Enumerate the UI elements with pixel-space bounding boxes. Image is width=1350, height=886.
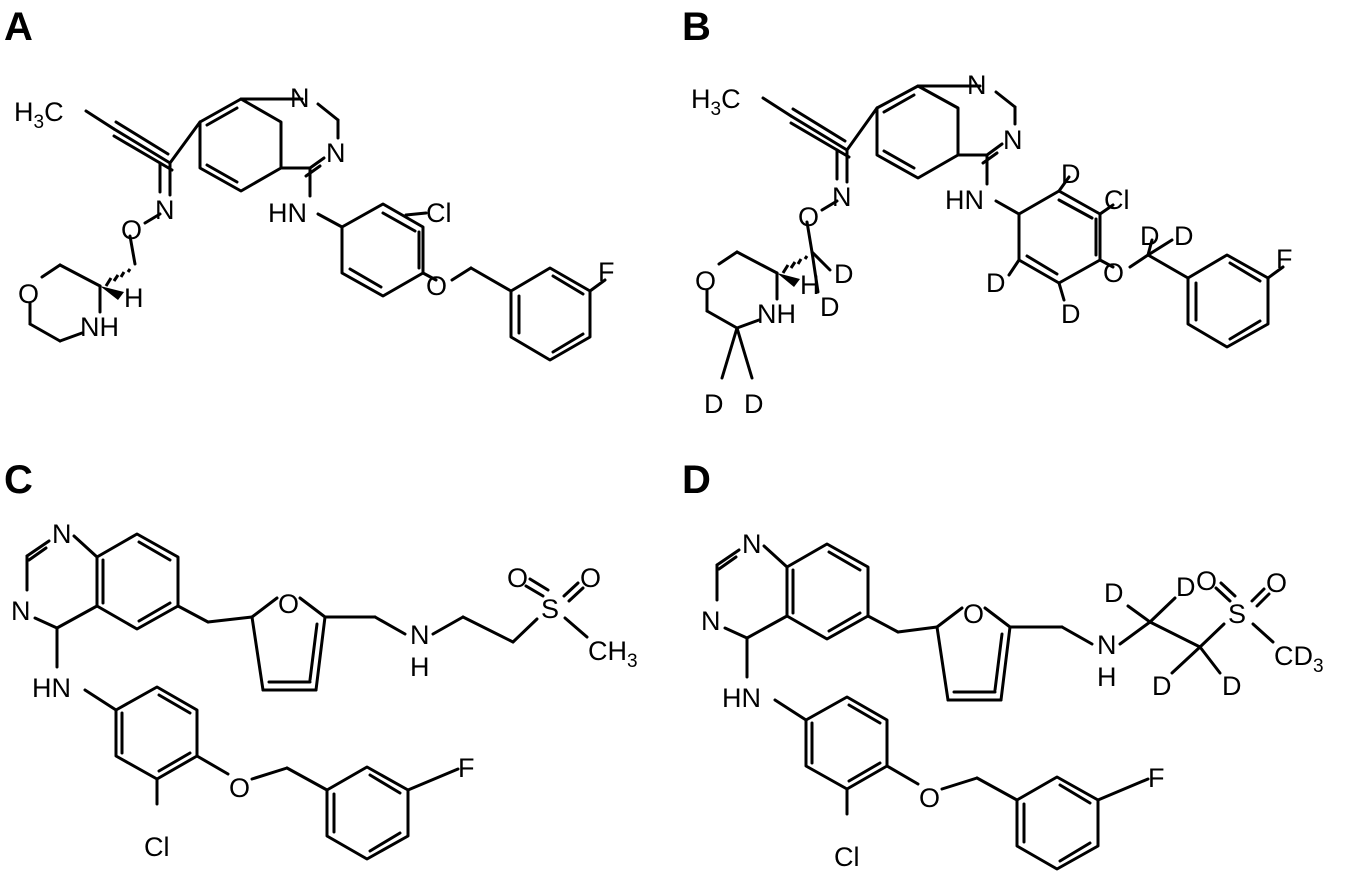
atom-d-morph1-b: D bbox=[704, 389, 724, 419]
atom-d-eth2-d: D bbox=[1176, 572, 1196, 602]
atom-cl-b: Cl bbox=[1104, 185, 1130, 215]
atom-s-c: S bbox=[541, 594, 559, 624]
atom-d-eth3-d: D bbox=[1152, 671, 1172, 701]
atom-d-ar1-b: D bbox=[1061, 159, 1081, 189]
panel-a: A bbox=[4, 5, 615, 362]
atom-o-ether-b: O bbox=[1103, 258, 1124, 288]
atom-nh-c: HN bbox=[32, 673, 71, 703]
atom-h-a: H bbox=[124, 283, 144, 313]
atom-d-morph2-b: D bbox=[744, 389, 764, 419]
panel-d: D bbox=[682, 458, 1324, 872]
atom-nh-a: HN bbox=[268, 198, 307, 228]
atom-f-d: F bbox=[1148, 763, 1165, 793]
atom-n3-d: N bbox=[701, 606, 721, 636]
atom-nh-morph-a: NH bbox=[80, 312, 119, 342]
atom-d-eth4-d: D bbox=[1222, 671, 1242, 701]
atom-h-amine-d: H bbox=[1097, 662, 1117, 692]
atom-o-ether-c: O bbox=[229, 773, 250, 803]
atom-d-ar2-b: D bbox=[986, 268, 1006, 298]
atom-o-oxime-b: O bbox=[798, 202, 819, 232]
atom-methyl-d: CD3 bbox=[1274, 641, 1324, 677]
atom-o-ether-d: O bbox=[919, 783, 940, 813]
atom-o-oxime-a: O bbox=[121, 215, 142, 245]
atom-o-furan-d: O bbox=[963, 599, 984, 629]
atom-o-s1-d: O bbox=[1196, 566, 1217, 596]
atom-o-morph-b: O bbox=[695, 266, 716, 296]
atom-n1-a: N bbox=[290, 83, 310, 113]
atom-o-s2-c: O bbox=[580, 563, 601, 593]
atom-d-bn1-b: D bbox=[1140, 221, 1160, 251]
atom-d-bn2-b: D bbox=[1174, 221, 1194, 251]
atom-cl-c: Cl bbox=[144, 832, 170, 862]
panel-label-c: C bbox=[4, 458, 33, 502]
atom-d-ch2a-b: D bbox=[834, 259, 854, 289]
atom-h-b: H bbox=[800, 270, 820, 300]
atom-n-amine-c: N bbox=[410, 620, 430, 650]
atom-methyl-a: H3C bbox=[14, 97, 64, 133]
atom-f-a: F bbox=[598, 257, 615, 287]
atom-f-c: F bbox=[458, 753, 475, 783]
atom-n3-a: N bbox=[326, 138, 346, 168]
atom-cl-d: Cl bbox=[834, 842, 860, 872]
atom-methyl-b: H3C bbox=[691, 84, 741, 120]
atom-f-b: F bbox=[1276, 244, 1293, 274]
atom-d-ar3-b: D bbox=[1061, 299, 1081, 329]
atom-s-d: S bbox=[1228, 599, 1246, 629]
atom-d-ch2b-b: D bbox=[820, 292, 840, 322]
atom-o-morph-a: O bbox=[18, 279, 39, 309]
panel-label-d: D bbox=[682, 458, 711, 502]
atom-d-eth1-d: D bbox=[1104, 578, 1124, 608]
atom-o-s1-c: O bbox=[507, 563, 528, 593]
panel-label-a: A bbox=[4, 5, 33, 49]
atom-n-oxime-a: N bbox=[155, 195, 175, 225]
atom-n1-d: N bbox=[742, 529, 762, 559]
panel-label-b: B bbox=[682, 5, 711, 49]
atom-n3-c: N bbox=[11, 596, 31, 626]
panel-c: C bbox=[4, 458, 638, 862]
panel-b: B bbox=[682, 5, 1293, 419]
atom-o-furan-c: O bbox=[278, 589, 299, 619]
atom-n-oxime-b: N bbox=[832, 182, 852, 212]
atom-n1-c: N bbox=[52, 519, 72, 549]
atom-cl-a: Cl bbox=[426, 198, 452, 228]
atom-methyl-c: CH3 bbox=[588, 636, 638, 672]
atom-h-amine-c: H bbox=[410, 652, 430, 682]
atom-n-amine-d: N bbox=[1097, 630, 1117, 660]
atom-n3-b: N bbox=[1003, 125, 1023, 155]
atom-nh-b: HN bbox=[945, 185, 984, 215]
atom-o-s2-d: O bbox=[1266, 568, 1287, 598]
atom-nh-morph-b: NH bbox=[757, 299, 796, 329]
atom-nh-d: HN bbox=[722, 683, 761, 713]
atom-n1-b: N bbox=[967, 70, 987, 100]
atom-o-ether-a: O bbox=[426, 271, 447, 301]
